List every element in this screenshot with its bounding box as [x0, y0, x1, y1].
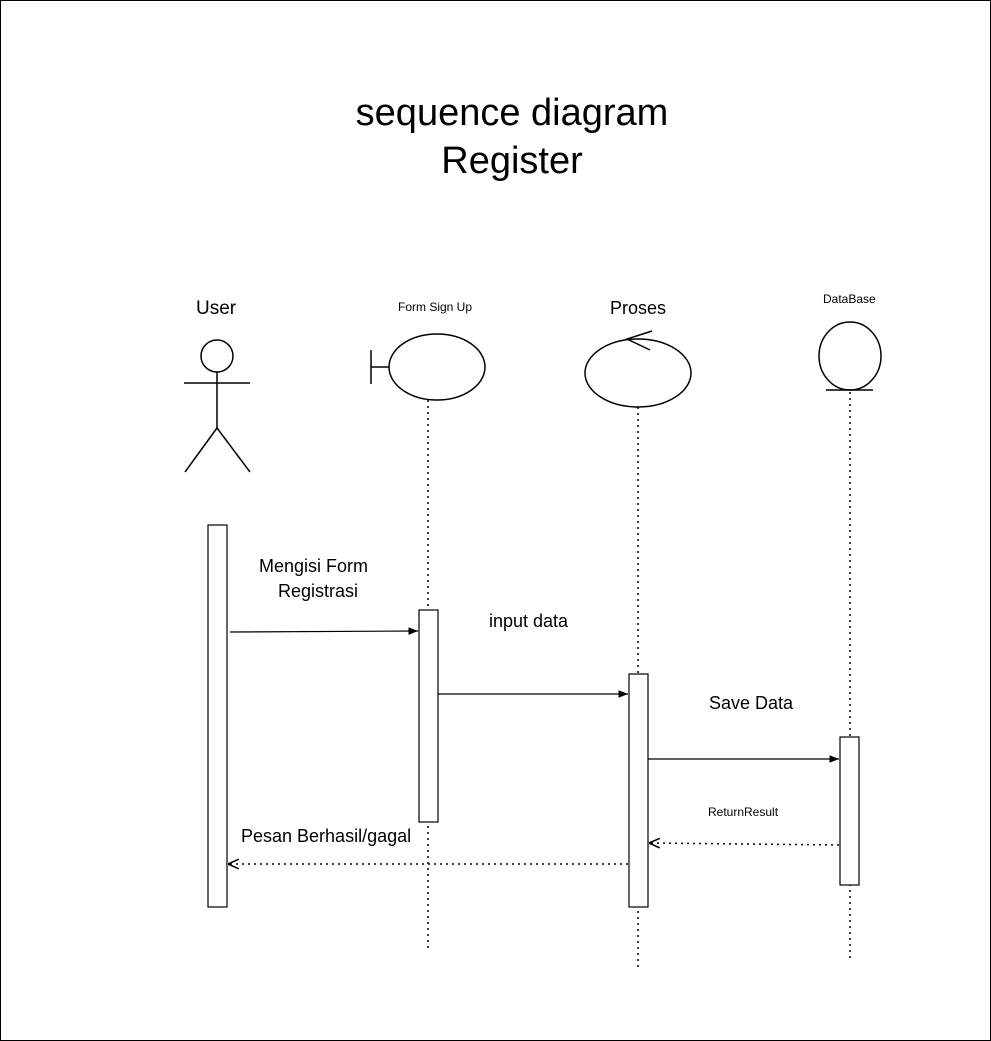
entity-icon [818, 321, 882, 391]
boundary-icon [370, 333, 486, 401]
participant-label-user: User [196, 298, 237, 319]
message-label-mengisi-form-line1: Mengisi Form [259, 556, 369, 576]
participant-label-proses: Proses [610, 298, 667, 318]
diagram-title-line2: Register [441, 140, 583, 182]
message-arrow-return-result [649, 843, 840, 845]
participant-label-form: Form Sign Up [398, 300, 473, 314]
message-label-pesan: Pesan Berhasil/gagal [241, 826, 412, 846]
message-label-mengisi-form-line2: Registrasi [278, 581, 359, 601]
participant-label-database: DataBase [823, 292, 876, 306]
control-icon [584, 330, 692, 408]
database-activation-bar [839, 736, 860, 886]
message-label-save-data: Save Data [709, 693, 794, 713]
message-label-input-data: input data [489, 611, 569, 631]
proses-activation-bar [628, 673, 649, 908]
diagram-title-line1: sequence diagram [355, 92, 669, 134]
user-activation-bar [207, 524, 228, 908]
user-actor-icon [184, 339, 251, 473]
message-arrow-mengisi-form [229, 627, 419, 635]
form-activation-bar [418, 609, 439, 823]
message-label-return-result: ReturnResult [708, 805, 779, 819]
